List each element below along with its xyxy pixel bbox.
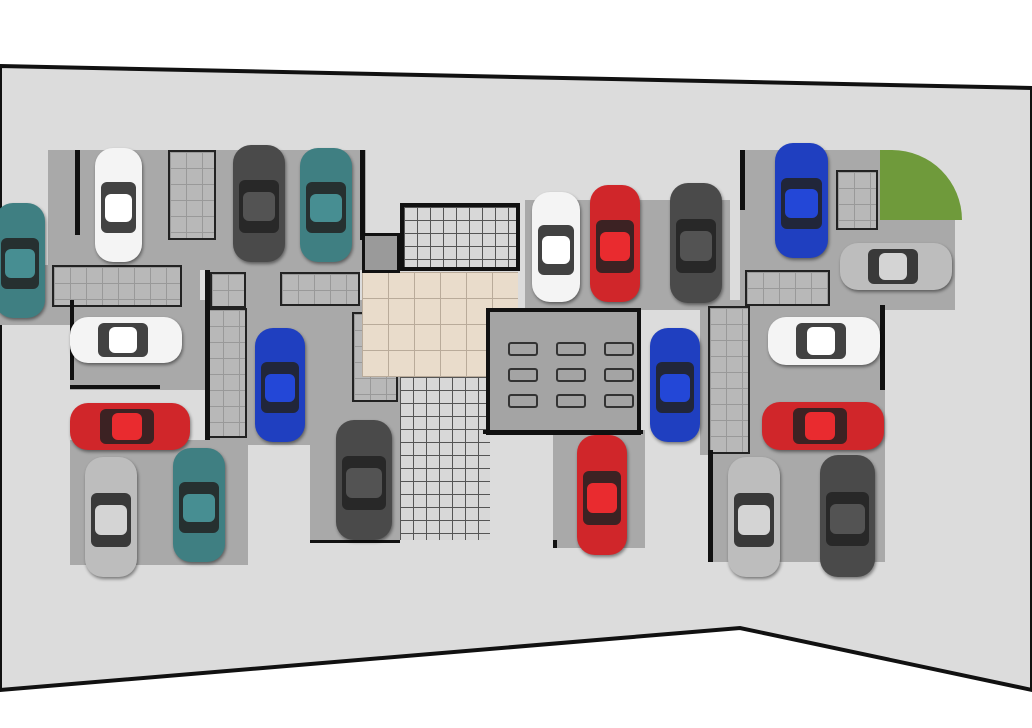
gym-machine-icon bbox=[556, 394, 586, 408]
car-blue bbox=[255, 328, 305, 442]
gym-room bbox=[486, 308, 641, 435]
car-roof bbox=[785, 189, 818, 218]
car-roof bbox=[243, 191, 275, 222]
storage-unit bbox=[52, 265, 182, 307]
car-roof bbox=[265, 373, 295, 403]
car-silver bbox=[840, 243, 952, 290]
storage-unit bbox=[205, 308, 247, 438]
car-roof bbox=[109, 327, 138, 353]
entrance-corridor bbox=[400, 377, 490, 540]
gym-machine-icon bbox=[508, 368, 538, 382]
car-roof bbox=[680, 231, 712, 261]
car-roof bbox=[587, 483, 617, 513]
storage-unit bbox=[745, 270, 830, 306]
car-dark-gray bbox=[233, 145, 285, 262]
wall-segment bbox=[553, 540, 557, 548]
car-teal bbox=[300, 148, 352, 262]
storage-unit bbox=[168, 150, 216, 240]
storage-unit bbox=[836, 170, 878, 230]
car-roof bbox=[105, 193, 132, 223]
car-white bbox=[532, 192, 580, 302]
car-roof bbox=[346, 468, 382, 498]
gym-machine-icon bbox=[556, 368, 586, 382]
car-teal bbox=[0, 203, 45, 318]
wall-segment bbox=[70, 385, 160, 389]
car-red bbox=[70, 403, 190, 450]
car-dark-gray bbox=[670, 183, 722, 303]
car-roof bbox=[804, 412, 836, 440]
wall-segment bbox=[880, 305, 885, 390]
car-white bbox=[95, 148, 142, 262]
stairwell bbox=[400, 203, 520, 271]
wall-segment bbox=[708, 450, 713, 562]
wall-segment bbox=[310, 540, 400, 543]
car-red bbox=[762, 402, 884, 450]
storage-unit bbox=[210, 272, 246, 308]
wall-segment bbox=[360, 150, 365, 240]
wall-segment bbox=[740, 150, 745, 210]
car-white bbox=[70, 317, 182, 363]
gym-machine-icon bbox=[604, 342, 634, 356]
car-red bbox=[577, 435, 627, 555]
car-roof bbox=[600, 231, 630, 262]
car-blue bbox=[775, 143, 828, 258]
car-roof bbox=[807, 327, 836, 355]
car-roof bbox=[830, 503, 865, 535]
car-roof bbox=[112, 413, 142, 440]
car-roof bbox=[542, 236, 570, 264]
car-silver bbox=[728, 457, 780, 577]
car-roof bbox=[738, 505, 770, 535]
car-roof bbox=[660, 373, 690, 403]
wall-segment bbox=[205, 270, 210, 440]
storage-unit bbox=[708, 306, 750, 454]
car-dark-gray bbox=[820, 455, 875, 577]
wall-segment bbox=[483, 430, 643, 434]
gym-machine-icon bbox=[508, 342, 538, 356]
car-white bbox=[768, 317, 880, 365]
car-roof bbox=[183, 493, 215, 523]
wall-segment bbox=[75, 150, 80, 235]
car-blue bbox=[650, 328, 700, 442]
car-roof bbox=[5, 249, 35, 278]
gym-machine-icon bbox=[508, 394, 538, 408]
car-teal bbox=[173, 448, 225, 562]
car-silver bbox=[85, 457, 137, 577]
car-dark-gray bbox=[336, 420, 392, 540]
storage-unit bbox=[280, 272, 360, 306]
gym-machine-icon bbox=[556, 342, 586, 356]
elevator-shaft bbox=[362, 233, 400, 273]
gym-machine-icon bbox=[604, 368, 634, 382]
car-red bbox=[590, 185, 640, 302]
gym-machine-icon bbox=[604, 394, 634, 408]
car-roof bbox=[95, 505, 127, 535]
car-roof bbox=[879, 253, 908, 280]
car-roof bbox=[310, 193, 342, 223]
